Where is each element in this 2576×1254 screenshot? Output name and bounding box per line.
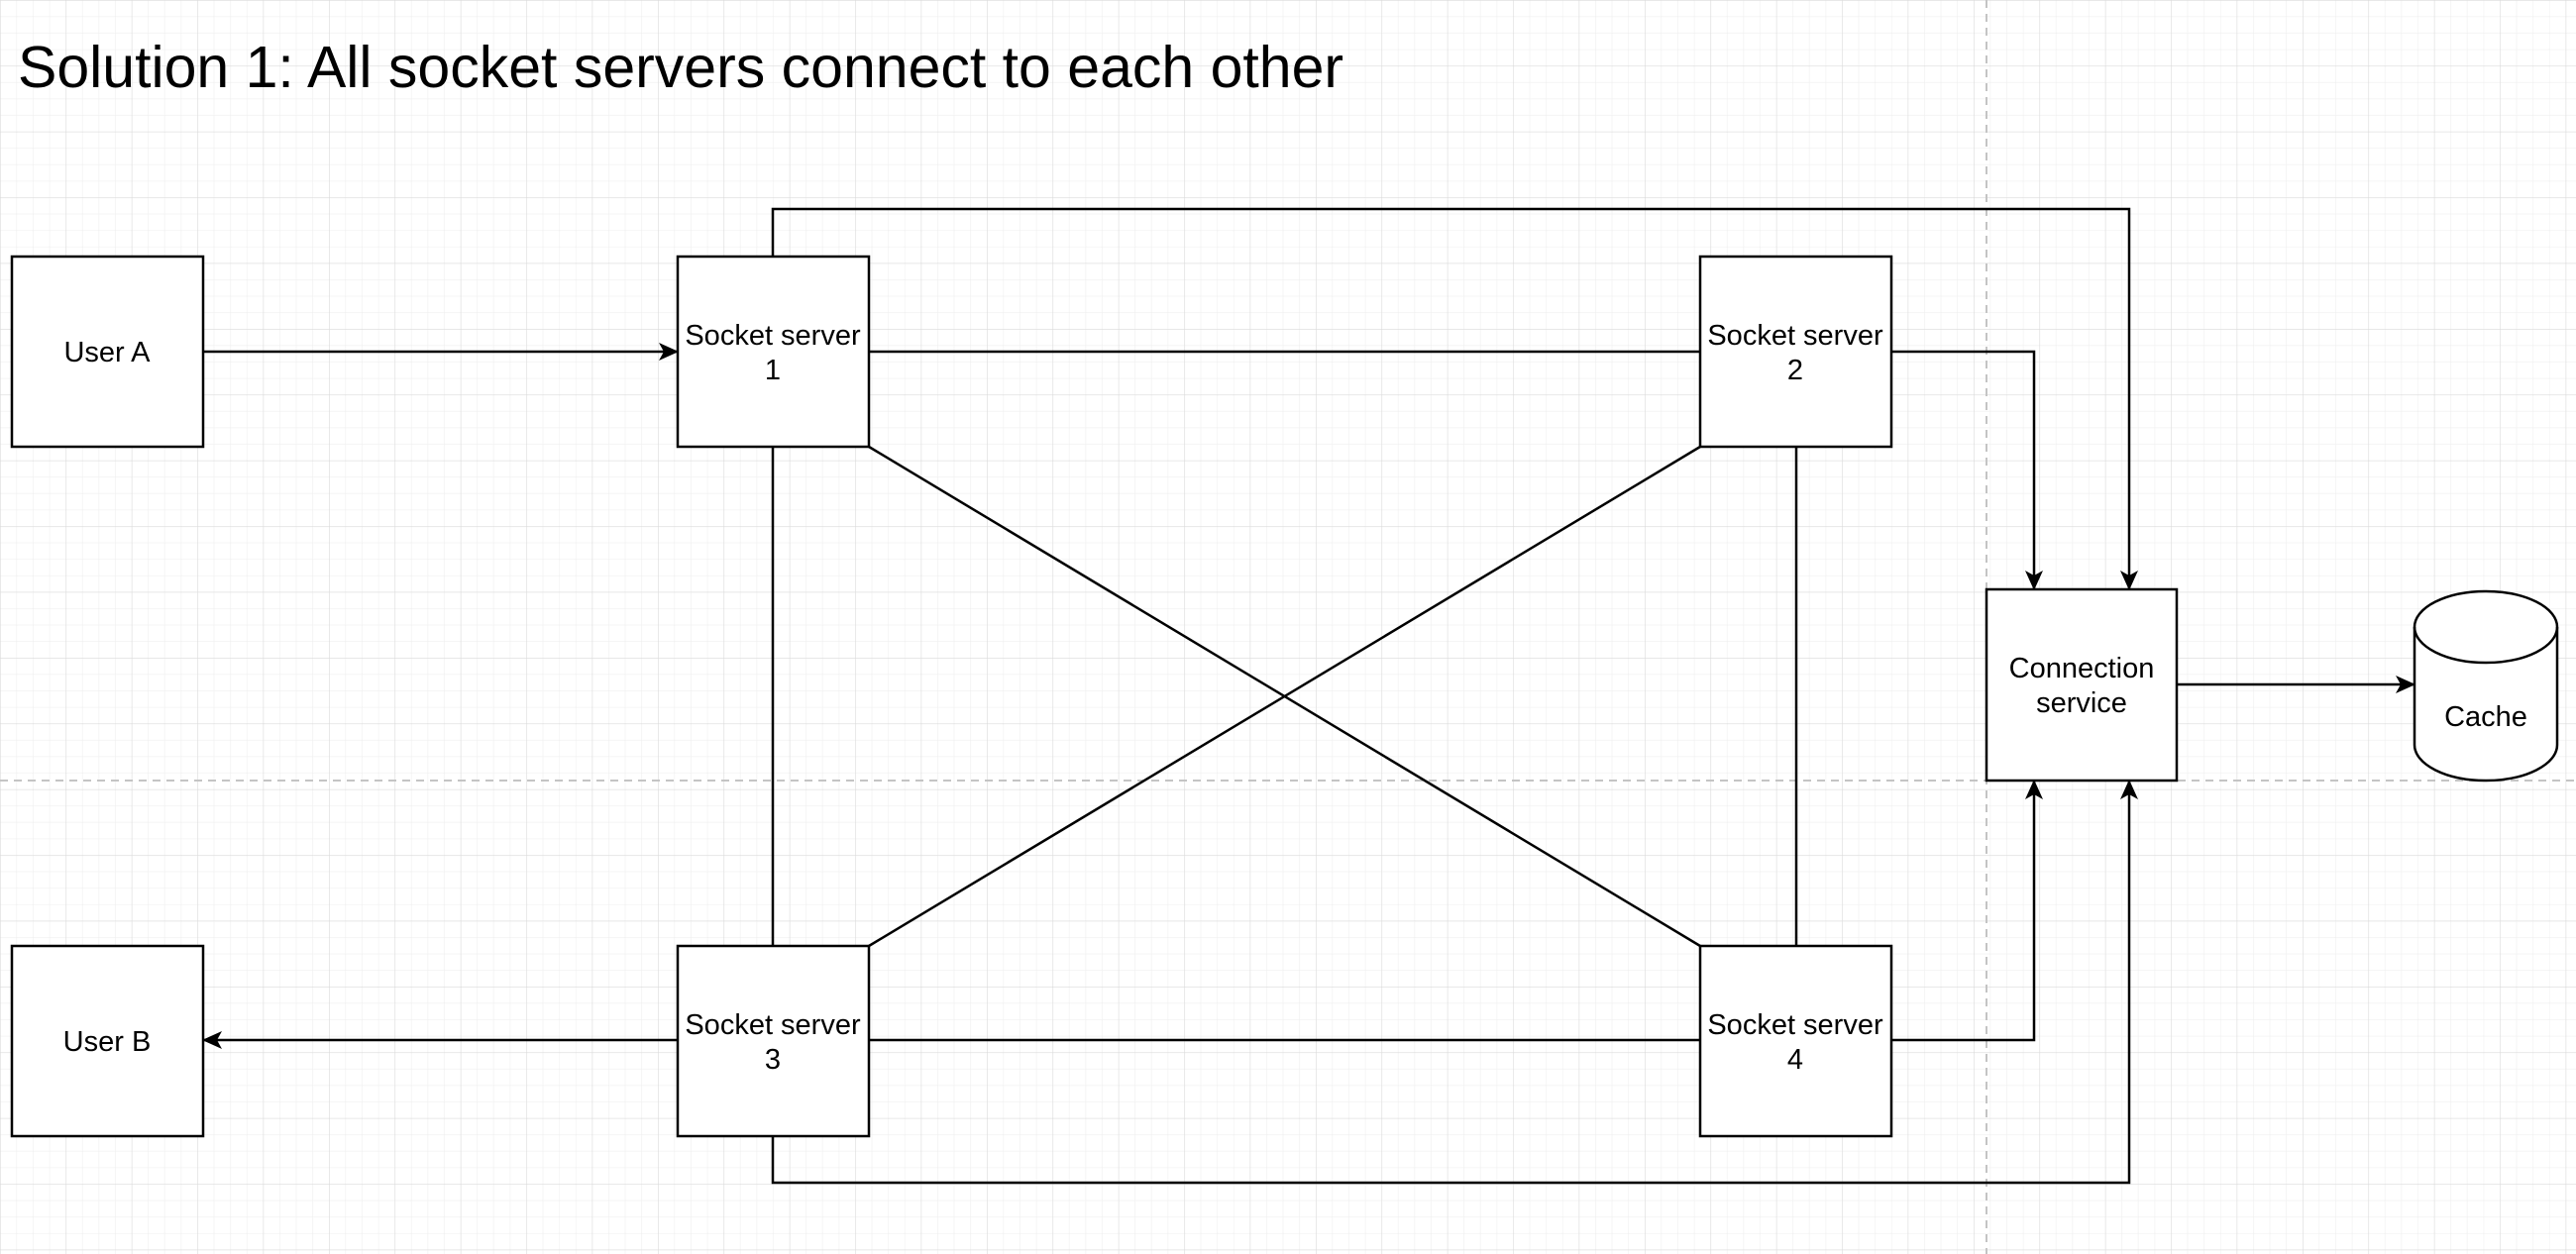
cache-node[interactable]: Cache (2413, 589, 2559, 783)
cache-label: Cache (2444, 701, 2527, 733)
socket-server-4-label-line2: 4 (1787, 1044, 1803, 1076)
edge-server3-connection-service[interactable] (771, 780, 2138, 1185)
socket-server-1-label-line2: 1 (765, 355, 781, 386)
user-a-label: User A (63, 337, 151, 368)
user-b-label: User B (63, 1026, 152, 1058)
socket-server-2-label-line1: Socket server (1707, 320, 1883, 352)
socket-server-4-node[interactable]: Socket server 4 (1698, 944, 1893, 1138)
socket-server-3-node[interactable]: Socket server 3 (676, 944, 871, 1138)
socket-server-3-label-line2: 3 (765, 1044, 781, 1076)
socket-server-4-label-line1: Socket server (1707, 1009, 1883, 1041)
socket-server-1-node[interactable]: Socket server 1 (676, 255, 871, 449)
user-b-node[interactable]: User B (10, 944, 205, 1138)
connection-service-node[interactable]: Connection service (1985, 587, 2179, 783)
edge-server4-connection-service[interactable] (1892, 780, 2043, 1042)
socket-server-2-node[interactable]: Socket server 2 (1698, 255, 1893, 449)
connection-service-label-line2: service (2036, 687, 2127, 719)
edge-server1-connection-service[interactable] (771, 207, 2138, 590)
user-a-node[interactable]: User A (10, 255, 205, 449)
connection-service-label-line1: Connection (2009, 653, 2155, 684)
edge-server2-server3[interactable] (868, 445, 1701, 948)
cache-cylinder-icon (2413, 589, 2559, 783)
diagram-title: Solution 1: All socket servers connect t… (18, 35, 1343, 100)
socket-server-1-label-line1: Socket server (685, 320, 861, 352)
socket-server-2-label-line2: 2 (1787, 355, 1803, 386)
socket-server-3-label-line1: Socket server (685, 1009, 861, 1041)
edge-server2-connection-service[interactable] (1892, 350, 2043, 590)
